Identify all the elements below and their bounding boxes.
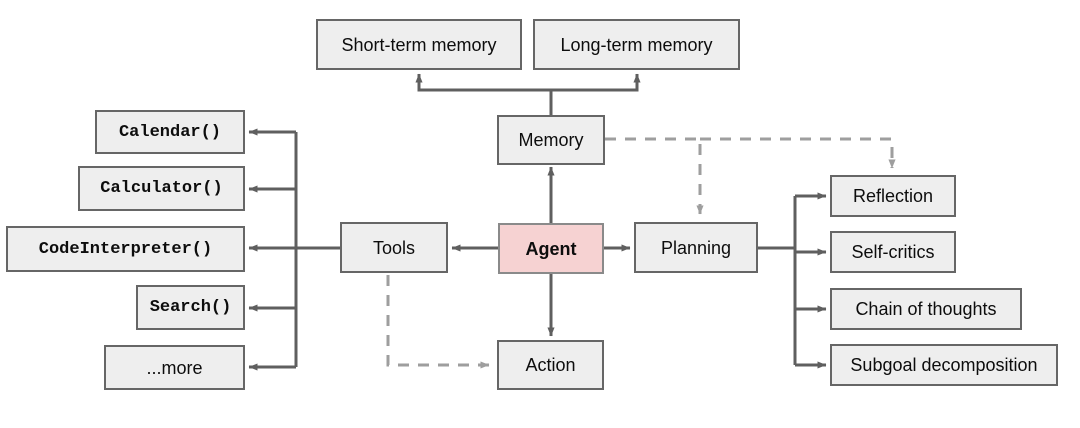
edge-memory-to-reflection-dashed <box>700 137 896 169</box>
node-self-critics[interactable]: Self-critics <box>830 231 956 273</box>
node-search-tool[interactable]: Search() <box>136 285 245 330</box>
node-planning[interactable]: Planning <box>634 222 758 273</box>
node-reflection[interactable]: Reflection <box>830 175 956 217</box>
node-memory[interactable]: Memory <box>497 115 605 165</box>
node-agent[interactable]: Agent <box>498 223 604 274</box>
node-short-term-memory[interactable]: Short-term memory <box>316 19 522 70</box>
node-more-tools[interactable]: ...more <box>104 345 245 390</box>
edge-memory-to-shortterm <box>415 73 553 115</box>
node-action[interactable]: Action <box>497 340 604 390</box>
node-calendar-tool[interactable]: Calendar() <box>95 110 245 154</box>
edge-memory-to-planning-dashed <box>605 137 704 215</box>
edge-tools-to-action-dashed <box>386 275 490 369</box>
node-chain-of-thoughts[interactable]: Chain of thoughts <box>830 288 1022 330</box>
node-code-interpreter-tool[interactable]: CodeInterpreter() <box>6 226 245 272</box>
node-tools[interactable]: Tools <box>340 222 448 273</box>
node-calculator-tool[interactable]: Calculator() <box>78 166 245 211</box>
edge-memory-to-longterm <box>551 73 641 92</box>
node-subgoal-decomposition[interactable]: Subgoal decomposition <box>830 344 1058 386</box>
node-long-term-memory[interactable]: Long-term memory <box>533 19 740 70</box>
